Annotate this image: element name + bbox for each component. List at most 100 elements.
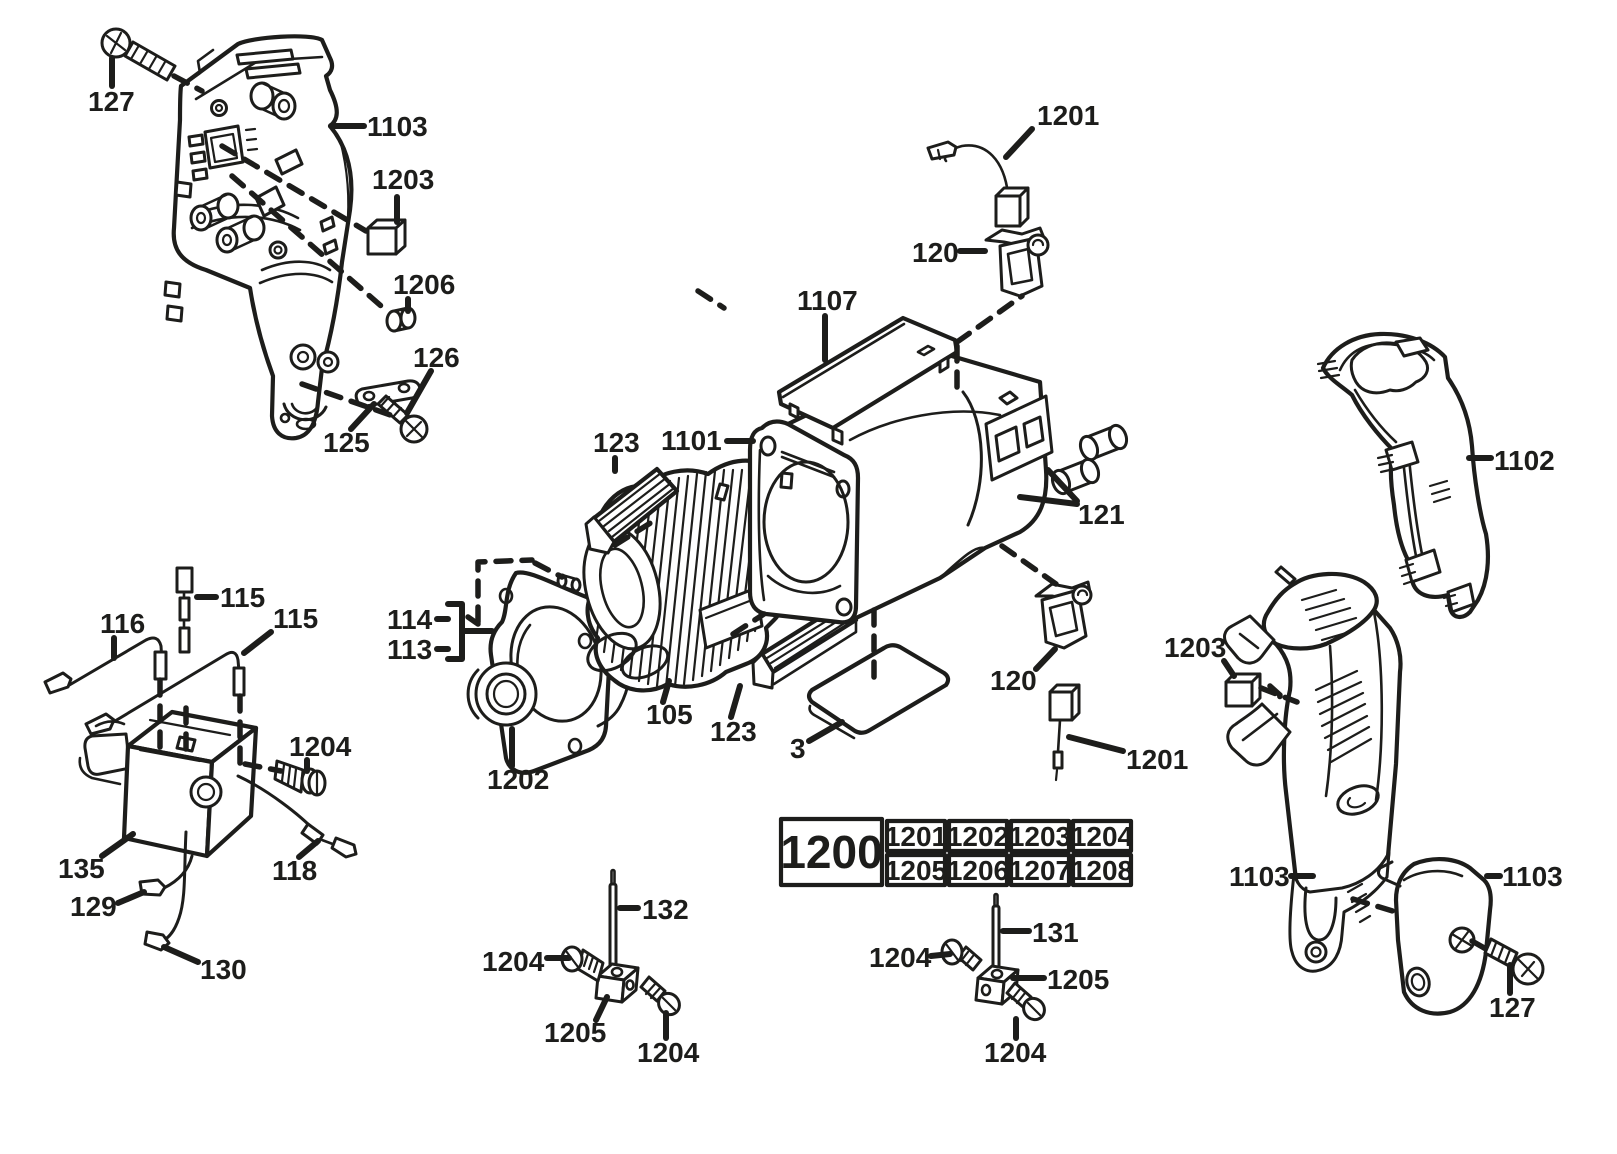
part-label-3: 3 — [790, 733, 806, 764]
part-label-1204: 1204 — [869, 942, 932, 973]
table-cell — [1008, 852, 1072, 888]
dashed-lines-layer — [157, 73, 1489, 952]
assembly-dashed-line — [1258, 685, 1300, 705]
assembly-dashed-line — [612, 519, 655, 548]
part-label-1205: 1205 — [544, 1017, 606, 1048]
part-labels-layer: 1271103120312061261251201120110711011231… — [58, 86, 1563, 1068]
part-label-114: 114 — [387, 604, 433, 635]
cover-1103-right-art — [1376, 857, 1493, 1016]
table-main-cell — [778, 816, 885, 888]
part-label-1103: 1103 — [1229, 861, 1290, 892]
part-label-135: 135 — [58, 853, 105, 884]
screw-1204-switch-art — [273, 759, 327, 797]
table-cell — [1070, 852, 1134, 888]
label-leader-line — [806, 719, 845, 744]
wire-116-art — [43, 636, 168, 695]
part-label-1204: 1204 — [984, 1037, 1047, 1068]
label-leader-line — [1221, 658, 1237, 679]
table-cell — [884, 818, 948, 854]
label-leader-line — [296, 838, 321, 860]
label-leader-line — [115, 889, 147, 906]
housing-right-art — [1223, 565, 1403, 973]
label-leader-line — [1045, 467, 1080, 504]
table-cell-number: 1201 — [885, 821, 947, 852]
brush-holder-120-bottom-art — [1034, 580, 1093, 650]
stud-131-block-art — [940, 892, 1046, 1022]
label-leader-line — [1066, 734, 1126, 754]
part-label-1204: 1204 — [289, 731, 352, 762]
part-label-105: 105 — [646, 699, 693, 730]
label-leader-line — [660, 678, 672, 705]
baffle-123-top-art — [584, 466, 680, 555]
wire-115-top-art — [175, 566, 194, 654]
assembly-dashed-line — [999, 543, 1059, 587]
label-leader-line — [348, 401, 377, 432]
table-cell — [946, 852, 1010, 888]
assembly-dashed-line — [242, 761, 284, 774]
connector-1201-right-art — [1048, 683, 1081, 782]
part-label-1203: 1203 — [372, 164, 434, 195]
assembly-dashed-line — [171, 73, 205, 94]
part-label-1201: 1201 — [1037, 100, 1099, 131]
part-label-115: 115 — [220, 582, 265, 613]
label-leader-line — [241, 629, 274, 656]
part-label-1102: 1102 — [1494, 445, 1555, 476]
part-label-1204: 1204 — [482, 946, 545, 977]
part-label-1204: 1204 — [637, 1037, 700, 1068]
assembly-dashed-line — [475, 557, 535, 625]
motor-1101-art — [747, 349, 1054, 625]
part-label-125: 125 — [323, 427, 370, 458]
assembly-dashed-line — [532, 560, 565, 580]
brush-cap-1203-right-art — [1224, 672, 1262, 708]
handle-1102-art — [1316, 331, 1491, 619]
table-cell-number: 1204 — [1071, 821, 1134, 852]
assembly-dashed-line — [219, 143, 369, 234]
label-leader-line — [928, 951, 953, 959]
part-label-1101: 1101 — [661, 425, 722, 456]
part-label-126: 126 — [413, 342, 460, 373]
part-label-1205: 1205 — [1047, 964, 1109, 995]
part-label-127: 127 — [88, 86, 135, 117]
plate-3-art — [806, 643, 951, 740]
part-label-131: 131 — [1032, 917, 1079, 948]
part-label-129: 129 — [70, 891, 117, 922]
part-label-120: 120 — [912, 237, 959, 268]
part-label-1206: 1206 — [393, 269, 455, 300]
brush-holder-120-top-art — [984, 226, 1050, 298]
assembly-dashed-line — [1267, 683, 1283, 708]
leader-lines-layer — [99, 55, 1513, 1041]
assembly-dashed-line — [695, 288, 727, 311]
part-label-121: 121 — [1078, 499, 1125, 530]
table-cell — [1070, 818, 1134, 854]
part-label-120: 120 — [990, 665, 1037, 696]
part-label-1103: 1103 — [367, 111, 428, 142]
table-cell-number: 1206 — [947, 855, 1009, 886]
part-label-1201: 1201 — [1126, 744, 1188, 775]
table-cell-number: 1202 — [947, 821, 1009, 852]
label-leader-line — [161, 944, 201, 965]
part-label-118: 118 — [272, 855, 317, 886]
screw-127-right-art — [1483, 937, 1545, 986]
brush-cap-1203-left-art — [366, 218, 407, 256]
switch-135-art — [78, 709, 259, 859]
table-cell — [946, 818, 1010, 854]
label-leader-line — [728, 683, 743, 720]
assembly-dashed-line — [465, 614, 481, 627]
part-label-132: 132 — [642, 894, 689, 925]
label-leader-line — [404, 368, 434, 416]
part-label-113: 113 — [387, 634, 432, 665]
assembly-dashed-line — [229, 173, 391, 315]
assembly-dashed-line — [730, 611, 767, 637]
housing-left-art — [163, 34, 354, 441]
part-label-116: 116 — [100, 608, 145, 639]
assembly-dashed-line — [1350, 896, 1399, 915]
part-label-1103: 1103 — [1502, 861, 1563, 892]
label-leader-line — [1033, 646, 1058, 672]
label-leader-line — [99, 831, 136, 859]
table-cell-number: 1203 — [1009, 821, 1071, 852]
reference-table — [778, 816, 1134, 888]
part-label-1107: 1107 — [797, 285, 858, 316]
part-label-115: 115 — [273, 603, 318, 634]
